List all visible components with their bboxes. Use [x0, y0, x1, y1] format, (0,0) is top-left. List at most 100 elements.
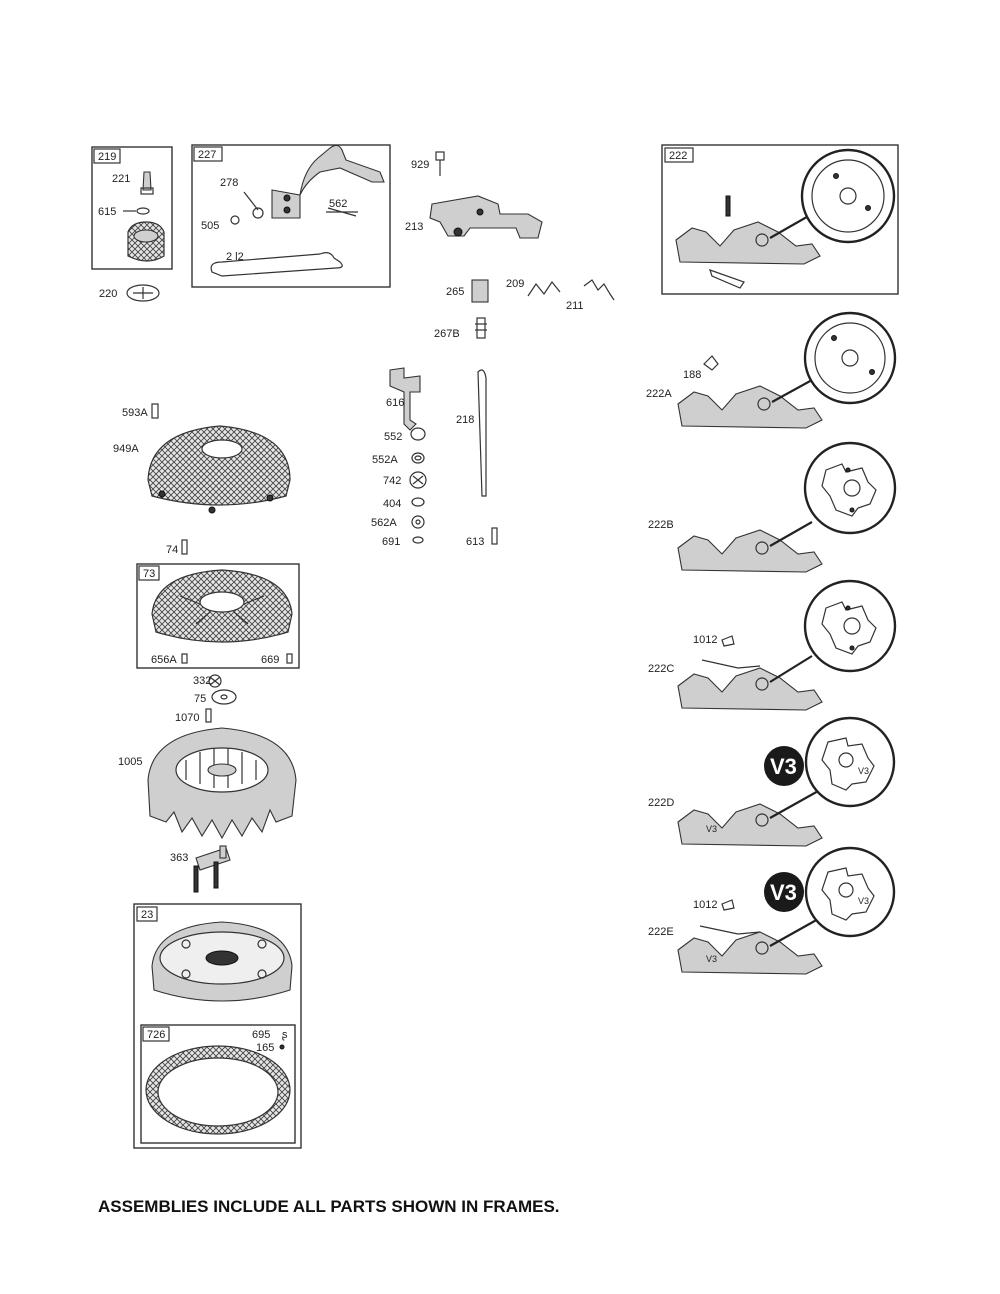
label-363: 363	[170, 852, 188, 864]
label-222a: 222A	[646, 388, 672, 400]
label-278: 278	[220, 177, 238, 189]
label-267b: 267B	[434, 328, 460, 340]
label-656a: 656A	[151, 654, 177, 666]
part-332-nut	[208, 674, 222, 688]
armature-222c	[677, 635, 823, 711]
part-267b-bolt	[475, 317, 487, 339]
frame-726-tag: 726	[147, 1029, 165, 1041]
flywheel-detail-222	[800, 148, 896, 244]
v3-mark-e-2: V3	[858, 896, 869, 906]
part-209-spring	[527, 280, 561, 297]
label-1005: 1005	[118, 756, 142, 768]
part-695-mark: ʂ	[282, 1029, 288, 1041]
part-552-washer	[410, 427, 426, 441]
label-593a: 593A	[122, 407, 148, 419]
v3-badge-e-text: V3	[770, 880, 797, 905]
label-222b: 222B	[648, 519, 674, 531]
label-562: 562	[329, 198, 347, 210]
flywheel-detail-222b	[803, 441, 897, 535]
v3-badge-d: V3	[764, 746, 804, 786]
part-552a-washer	[411, 452, 425, 464]
governor-lever	[271, 144, 385, 219]
part-593a-screw	[151, 403, 159, 419]
frame-219-tag: 219	[98, 151, 116, 163]
part-213-bracket	[429, 195, 543, 239]
frame-227: 227 278 505 562 2 l2	[191, 144, 391, 288]
v3-badge-d-text: V3	[770, 754, 797, 779]
part-211-spring	[583, 279, 615, 301]
frame-222: 222	[661, 144, 899, 295]
part-219-gear	[127, 221, 165, 262]
part-75-washer	[211, 689, 237, 705]
label-222d: 222D	[648, 797, 674, 809]
v3-badge-e: V3	[764, 872, 804, 912]
part-615-clip	[123, 207, 150, 215]
label-212: 2 l2	[226, 251, 244, 263]
frame-23-tag: 23	[141, 909, 153, 921]
label-1012-c: 1012	[693, 634, 717, 646]
part-404-ring	[411, 497, 425, 507]
flywheel-detail-222c	[803, 579, 897, 673]
part-742-nut	[409, 471, 427, 489]
part-73-fan-housing	[151, 569, 293, 643]
label-221: 221	[112, 173, 130, 185]
part-1070-key	[205, 708, 212, 723]
part-363-clutch	[193, 845, 231, 893]
v3-mark-e-1: V3	[706, 954, 717, 964]
label-695: 695	[252, 1029, 270, 1041]
label-613: 613	[466, 536, 484, 548]
v3-mark-d-2: V3	[858, 766, 869, 776]
label-265: 265	[446, 286, 464, 298]
part-929-screw	[435, 151, 445, 176]
label-552a: 552A	[372, 454, 398, 466]
label-404: 404	[383, 498, 401, 510]
frame-73-tag: 73	[143, 568, 155, 580]
v3-mark-d-1: V3	[706, 824, 717, 834]
label-1070: 1070	[175, 712, 199, 724]
part-691-ring	[412, 536, 424, 544]
label-209: 209	[506, 278, 524, 290]
flywheel-detail-222d: V3	[804, 716, 896, 808]
flywheel-detail-222e: V3	[804, 846, 896, 938]
label-615: 615	[98, 206, 116, 218]
label-742: 742	[383, 475, 401, 487]
governor-link-rod	[210, 252, 343, 277]
armature-222d: V3	[677, 803, 823, 847]
frame-219: 219 221 615	[91, 146, 173, 270]
armature-222b	[677, 529, 823, 573]
label-75: 75	[194, 693, 206, 705]
label-213: 213	[405, 221, 423, 233]
frame-23: 23 726 695 ʂ 165	[133, 903, 302, 1149]
part-23-starter-cup	[151, 921, 293, 1002]
part-949a-screen	[147, 425, 291, 514]
part-220-disc	[126, 284, 160, 302]
label-552: 552	[384, 431, 402, 443]
label-222c: 222C	[648, 663, 674, 675]
part-74-screw	[181, 539, 188, 555]
label-74: 74	[166, 544, 178, 556]
label-562a: 562A	[371, 517, 397, 529]
label-188: 188	[683, 369, 701, 381]
label-165: 165	[256, 1042, 274, 1054]
label-211: 211	[566, 300, 584, 312]
label-616: 616	[386, 397, 404, 409]
frame-222-tag: 222	[669, 150, 687, 162]
frame-726: 726 695 ʂ 165	[140, 1024, 296, 1144]
part-613-pin	[491, 527, 498, 545]
label-1012-e: 1012	[693, 899, 717, 911]
part-221-screw	[140, 171, 154, 195]
part-616-shaft	[389, 367, 421, 431]
frame-73: 73 656A 669	[136, 563, 300, 669]
label-505: 505	[201, 220, 219, 232]
label-222e: 222E	[648, 926, 674, 938]
label-669: 669	[261, 654, 279, 666]
part-1005-flywheel	[147, 727, 297, 840]
label-218: 218	[456, 414, 474, 426]
label-929: 929	[411, 159, 429, 171]
label-220: 220	[99, 288, 117, 300]
flywheel-detail-222a	[803, 311, 897, 405]
frame-227-tag: 227	[198, 149, 216, 161]
armature-222e: V3	[677, 899, 823, 975]
label-691: 691	[382, 536, 400, 548]
